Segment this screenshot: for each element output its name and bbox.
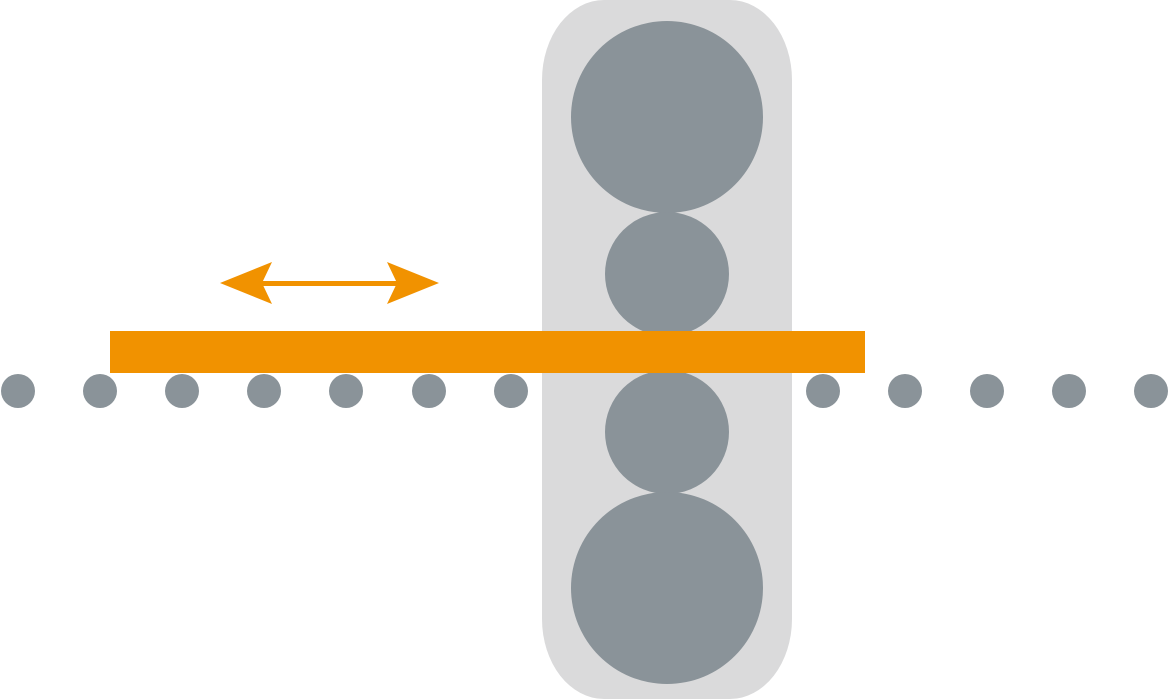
table-roller [1052, 374, 1086, 408]
bottom-backup-roll [571, 492, 763, 684]
table-roller [412, 374, 446, 408]
roller-table-right [806, 374, 1168, 408]
table-roller [329, 374, 363, 408]
table-roller [888, 374, 922, 408]
table-roller [83, 374, 117, 408]
table-roller [247, 374, 281, 408]
slab [110, 331, 865, 373]
roller-table-left [1, 374, 528, 408]
top-work-roll [605, 212, 729, 336]
table-roller [806, 374, 840, 408]
table-roller [970, 374, 1004, 408]
table-roller [494, 374, 528, 408]
bottom-work-roll [605, 370, 729, 494]
table-roller [165, 374, 199, 408]
table-roller [1, 374, 35, 408]
double-headed-arrow-icon [220, 262, 439, 304]
table-roller [1134, 374, 1168, 408]
top-backup-roll [571, 21, 763, 213]
